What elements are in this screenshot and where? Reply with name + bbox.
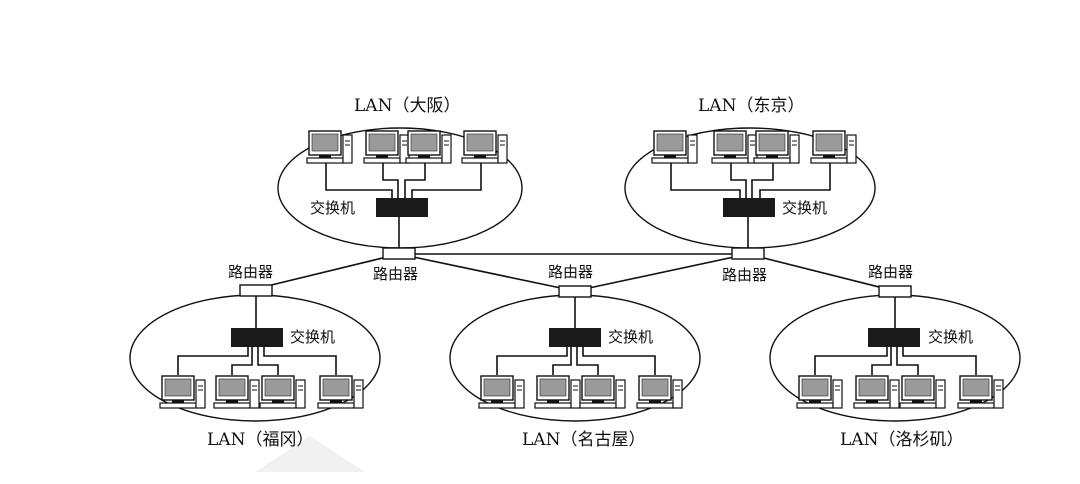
switch-label: 交换机 xyxy=(290,328,335,346)
switch-icon xyxy=(549,328,601,347)
computer-icon xyxy=(810,130,857,164)
computer-icon xyxy=(853,375,900,409)
router-label: 路由器 xyxy=(228,263,273,281)
lan-label: LAN（洛杉矶） xyxy=(840,430,963,450)
lan-label: LAN（福冈） xyxy=(207,430,313,450)
background-shape xyxy=(255,436,365,472)
router-label: 路由器 xyxy=(548,263,593,281)
wan-links xyxy=(254,253,896,292)
router-icon xyxy=(382,247,416,260)
lan-label: LAN（东京） xyxy=(698,96,804,116)
router-label: 路由器 xyxy=(722,266,767,284)
computer-icon xyxy=(636,375,683,409)
computer-icon xyxy=(317,375,364,409)
computer-icon xyxy=(405,130,452,164)
switch-label: 交换机 xyxy=(782,199,827,217)
lan-label: LAN（名古屋） xyxy=(522,430,645,450)
switch-label: 交换机 xyxy=(608,328,653,346)
computer-icon xyxy=(213,375,260,409)
router-label: 路由器 xyxy=(868,263,913,281)
computer-icon xyxy=(159,375,206,409)
computer-icon xyxy=(957,375,1004,409)
computer-icon xyxy=(753,130,800,164)
lan-osaka: 交换机 路由器 LAN（大阪） xyxy=(277,96,523,283)
computer-icon xyxy=(899,375,946,409)
lan-cables xyxy=(670,163,831,248)
router-label: 路由器 xyxy=(373,265,418,283)
router-icon xyxy=(558,285,592,298)
switch-icon xyxy=(231,328,283,347)
lan-fukuoka: 交换机 路由器 LAN（福冈） xyxy=(129,263,381,450)
lan-tokyo: 交换机 路由器 LAN（东京） xyxy=(624,96,876,284)
switch-label: 交换机 xyxy=(310,199,355,217)
computer-icon xyxy=(461,130,508,164)
computer-icon xyxy=(306,130,353,164)
lan-cables xyxy=(177,296,337,375)
computer-icon xyxy=(796,375,843,409)
switch-label: 交换机 xyxy=(928,328,973,346)
computer-icon xyxy=(259,375,306,409)
lan-los-angeles: 交换机 路由器 LAN（洛杉矶） xyxy=(769,263,1021,450)
lan-cables xyxy=(814,297,977,375)
switch-icon xyxy=(376,198,428,217)
router-icon xyxy=(239,284,273,297)
computer-icon xyxy=(711,130,758,164)
computer-icon xyxy=(478,375,525,409)
switch-icon xyxy=(723,198,775,217)
computer-icon xyxy=(534,375,581,409)
lan-nagoya: 交换机 路由器 LAN（名古屋） xyxy=(449,263,701,450)
lan-cables xyxy=(325,163,482,248)
computer-icon xyxy=(579,375,626,409)
router-icon xyxy=(878,285,912,298)
lan-label: LAN（大阪） xyxy=(354,96,460,116)
computer-icon xyxy=(363,130,410,164)
router-icon xyxy=(731,247,765,260)
computer-icon xyxy=(651,130,698,164)
lan-cables xyxy=(496,297,656,375)
switch-icon xyxy=(868,328,920,347)
